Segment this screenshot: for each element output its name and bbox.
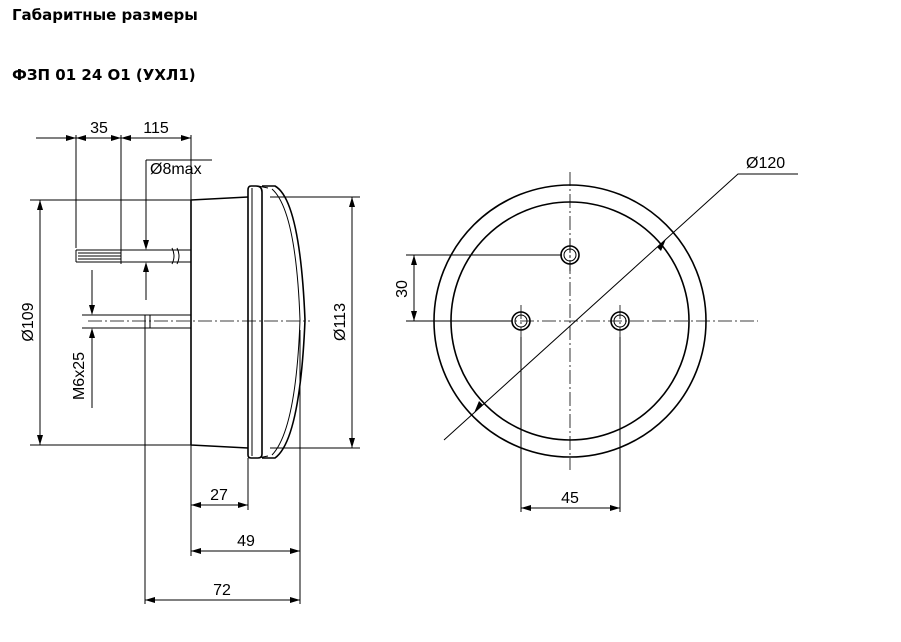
model-subtitle: ФЗП 01 24 О1 (УХЛ1) (12, 66, 196, 84)
front-view: Ø120 30 45 (394, 155, 798, 512)
dim-72-label: 72 (213, 582, 231, 599)
dim-hole-spacing-label: 45 (561, 490, 579, 507)
threaded-stud (144, 314, 191, 329)
cable (75, 249, 191, 263)
lamp-body-outline (190, 196, 249, 449)
dim-housing-dia-label: Ø120 (746, 155, 785, 172)
dim-cable-dia-label: Ø8max (150, 161, 202, 178)
lens-dome (262, 185, 306, 459)
dim-115-label: 115 (143, 120, 169, 137)
page-title: Габаритные размеры (12, 6, 198, 24)
dim-body-dia-label: Ø109 (20, 302, 37, 341)
mounting-hole-right (610, 311, 630, 331)
dim-hole-offset-label: 30 (394, 280, 411, 298)
side-view: 35 115 Ø8max Ø109 Ø113 M6x25 27 49 72 (20, 120, 360, 604)
dim-27-label: 27 (210, 487, 228, 504)
dim-lens-dia-label: Ø113 (332, 303, 349, 341)
lamp-flange (247, 185, 263, 459)
dim-49-label: 49 (237, 533, 255, 550)
dim-thread-label: M6x25 (71, 352, 88, 400)
dim-35-label: 35 (90, 120, 108, 137)
